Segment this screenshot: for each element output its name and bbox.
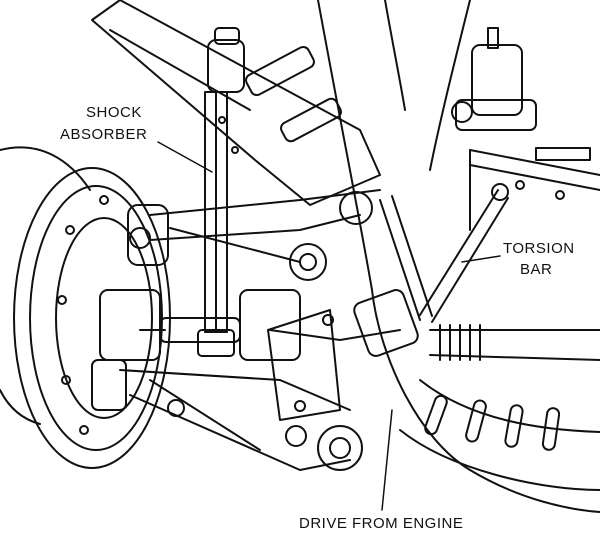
steering-rack xyxy=(429,324,600,361)
body-panel-outline xyxy=(0,0,600,513)
shock-absorber-label-line1: SHOCK xyxy=(86,104,142,121)
torsion-bar-label-line1: TORSION xyxy=(503,240,575,257)
drive-linkage xyxy=(379,195,433,321)
brake-drum xyxy=(13,167,171,469)
drive-from-engine-label: DRIVE FROM ENGINE xyxy=(299,515,464,532)
leader-torsion-bar xyxy=(461,255,501,263)
shock-absorber-label-line2: ABSORBER xyxy=(60,126,148,143)
frame-rail xyxy=(469,149,600,231)
leader-shock-absorber xyxy=(157,141,213,173)
master-cylinder xyxy=(451,27,591,161)
wing-bracket xyxy=(91,0,381,206)
shock-absorber xyxy=(197,27,245,357)
torsion-bar xyxy=(419,183,509,323)
torsion-bar-label-line2: BAR xyxy=(520,261,553,278)
upper-wishbone xyxy=(149,189,381,281)
leader-lines xyxy=(157,141,501,511)
mounting-bracket xyxy=(267,309,341,421)
louvred-panel xyxy=(399,379,600,491)
drive-shaft xyxy=(139,289,419,361)
leader-drive-from-engine xyxy=(381,409,393,511)
lower-wishbone xyxy=(119,369,363,471)
